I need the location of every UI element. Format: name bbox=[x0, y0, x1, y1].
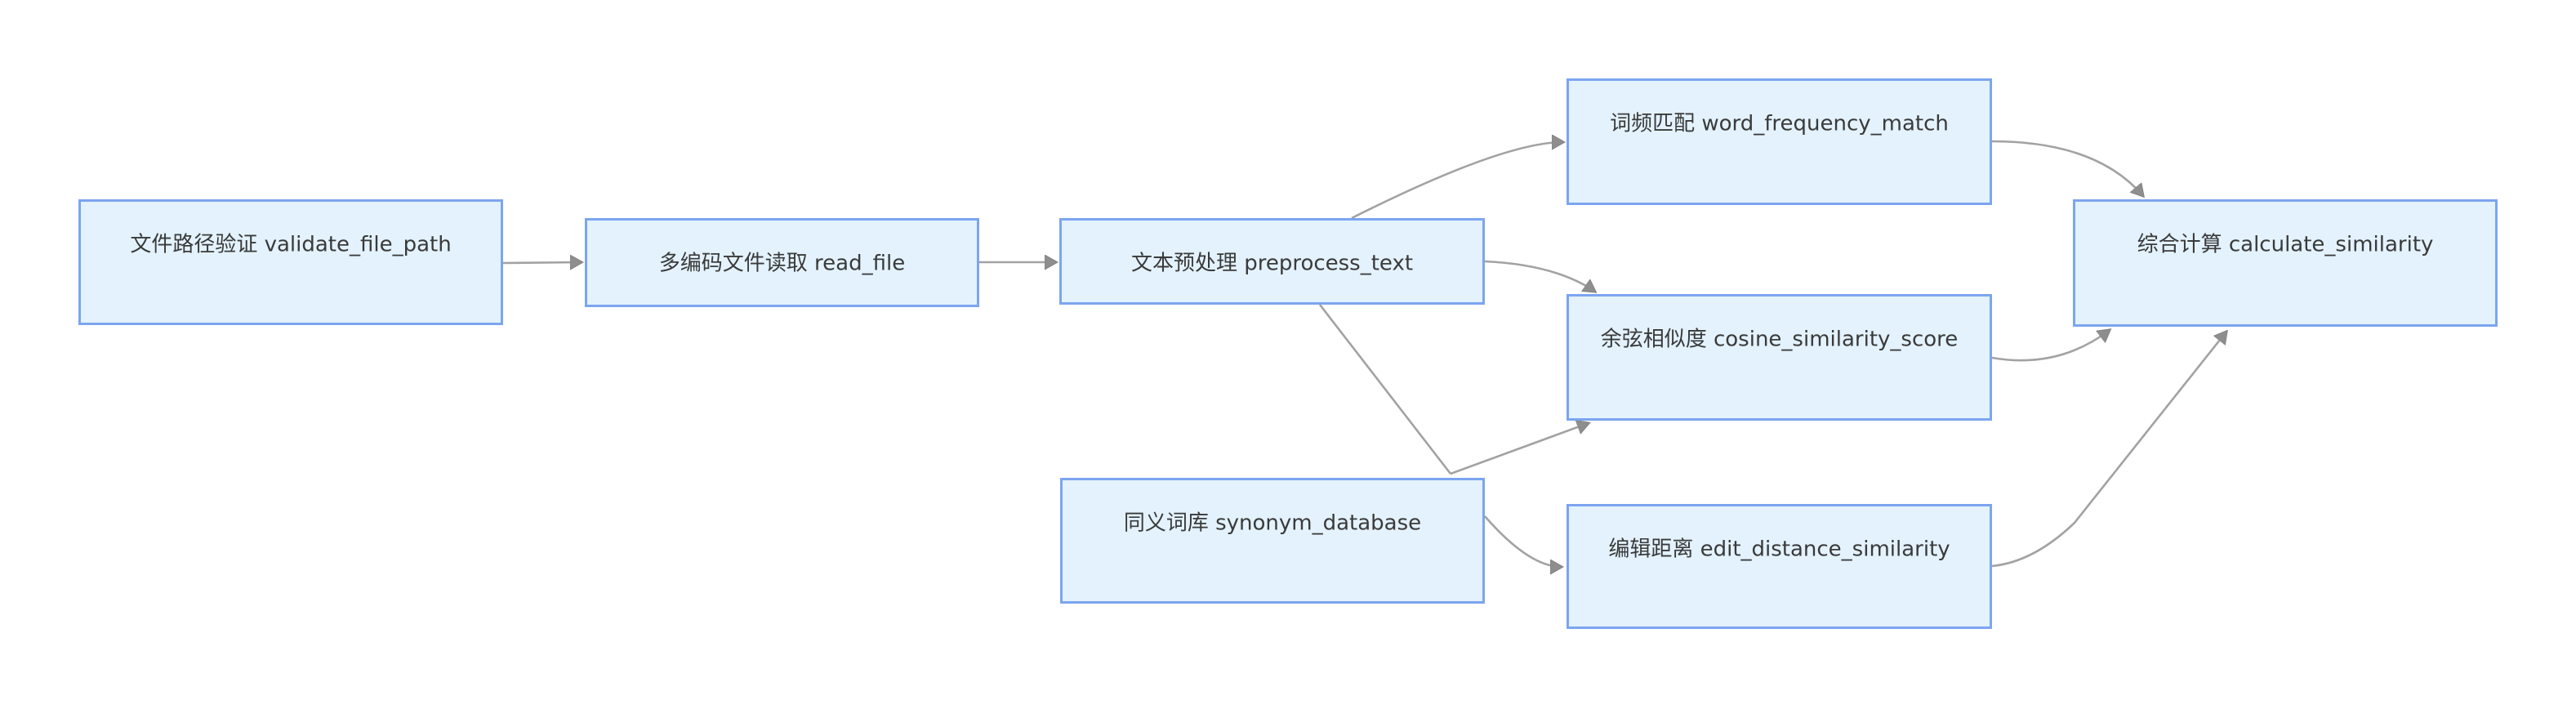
edge-word_frequency_match-to-calculate_similarity bbox=[1991, 140, 2143, 196]
flow-node-label: 文件路径验证 validate_file_path bbox=[130, 232, 452, 257]
edge-cosine_similarity_score-to-calculate_similarity bbox=[1991, 330, 2110, 362]
edge-preprocess_text-to-synonym_database bbox=[1318, 304, 1452, 475]
flow-node-cosine_similarity_score[interactable]: 余弦相似度 cosine_similarity_score bbox=[1567, 294, 1992, 421]
flow-node-calculate_similarity[interactable]: 综合计算 calculate_similarity bbox=[2073, 199, 2498, 327]
flow-node-label: 多编码文件读取 read_file bbox=[658, 251, 906, 276]
flow-node-validate_file_path[interactable]: 文件路径验证 validate_file_path bbox=[78, 199, 503, 325]
edge-preprocess_text-to-cosine_similarity_score bbox=[1484, 260, 1595, 292]
flow-node-preprocess_text[interactable]: 文本预处理 preprocess_text bbox=[1059, 218, 1485, 305]
flow-node-synonym_database[interactable]: 同义词库 synonym_database bbox=[1060, 478, 1485, 604]
edge-synonym_database-to-edit_distance_similarity bbox=[1484, 515, 1562, 567]
flow-node-label: 同义词库 synonym_database bbox=[1123, 511, 1422, 536]
edge-edit_distance_similarity-to-calculate_similarity bbox=[1991, 332, 2226, 568]
edge-validate_file_path-to-read_file bbox=[501, 262, 582, 263]
flow-node-label: 编辑距离 edit_distance_similarity bbox=[1608, 537, 1950, 562]
flow-node-word_frequency_match[interactable]: 词频匹配 word_frequency_match bbox=[1567, 78, 1992, 205]
flow-node-label: 余弦相似度 cosine_similarity_score bbox=[1600, 327, 1959, 352]
flow-node-label: 词频匹配 word_frequency_match bbox=[1610, 111, 1949, 136]
flow-node-label: 综合计算 calculate_similarity bbox=[2137, 232, 2434, 257]
edge-synonym_database-to-cosine_similarity_score bbox=[1450, 423, 1589, 475]
edge-preprocess_text-to-word_frequency_match bbox=[1351, 142, 1563, 220]
flow-node-read_file[interactable]: 多编码文件读取 read_file bbox=[585, 218, 979, 307]
flow-node-edit_distance_similarity[interactable]: 编辑距离 edit_distance_similarity bbox=[1567, 504, 1992, 629]
flow-node-label: 文本预处理 preprocess_text bbox=[1130, 251, 1414, 276]
